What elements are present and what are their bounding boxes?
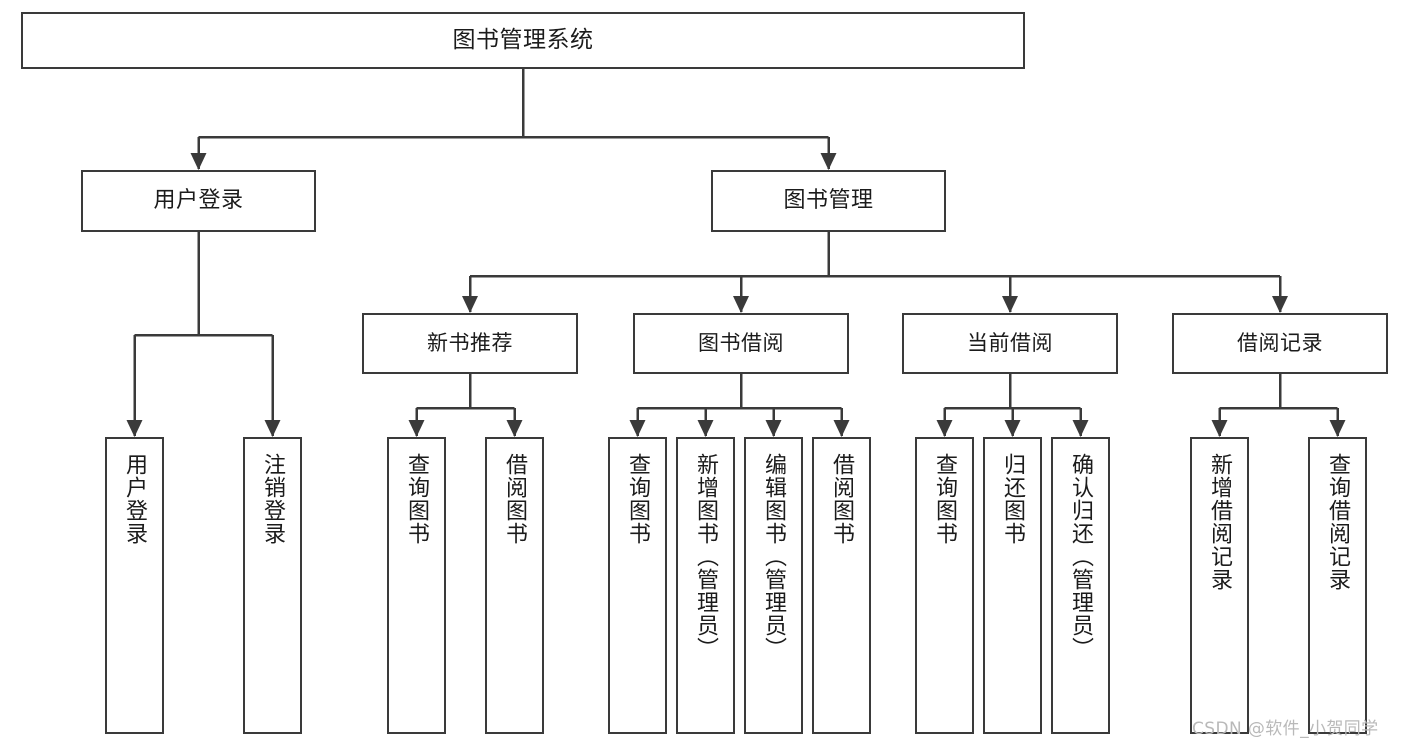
node-leaf-bor-query: 查询图书 [608,437,667,734]
node-label: 新增图书（管理员） [693,453,719,660]
node-label: 查询图书 [932,453,958,545]
node-leaf-new-query: 查询图书 [387,437,446,734]
node-label: 查询图书 [625,453,651,545]
node-label: 借阅图书 [829,453,855,545]
node-label: 当前借阅 [967,331,1053,356]
node-leaf-bor-add: 新增图书（管理员） [676,437,735,734]
node-leaf-user-logout: 注销登录 [243,437,302,734]
node-label: 查询图书 [404,453,430,545]
node-leaf-bor-edit: 编辑图书（管理员） [744,437,803,734]
node-label: 查询借阅记录 [1325,453,1351,591]
node-label: 借阅图书 [502,453,528,545]
node-root: 图书管理系统 [21,12,1025,69]
node-label: 新增借阅记录 [1207,453,1233,591]
node-login: 用户登录 [81,170,316,232]
node-label: 编辑图书（管理员） [761,453,787,660]
node-borrow: 图书借阅 [633,313,849,374]
node-leaf-rec-add: 新增借阅记录 [1190,437,1249,734]
node-records: 借阅记录 [1172,313,1388,374]
node-label: 确认归还（管理员） [1068,453,1094,660]
node-leaf-cur-query: 查询图书 [915,437,974,734]
node-leaf-new-borrow: 借阅图书 [485,437,544,734]
node-newbook: 新书推荐 [362,313,578,374]
node-label: 归还图书 [1000,453,1026,545]
node-label: 图书管理系统 [452,26,594,53]
node-label: 借阅记录 [1237,331,1323,356]
node-current: 当前借阅 [902,313,1118,374]
node-label: 图书管理 [783,188,874,214]
node-leaf-rec-query: 查询借阅记录 [1308,437,1367,734]
node-label: 注销登录 [260,453,286,545]
watermark: CSDN @软件_小贺同学 [1192,719,1379,739]
node-label: 新书推荐 [427,331,513,356]
node-label: 用户登录 [153,188,244,214]
node-label: 图书借阅 [698,331,784,356]
node-leaf-cur-return: 归还图书 [983,437,1042,734]
node-leaf-user-login: 用户登录 [105,437,164,734]
node-bookmgmt: 图书管理 [711,170,946,232]
node-leaf-bor-borrow: 借阅图书 [812,437,871,734]
node-label: 用户登录 [122,453,148,545]
node-leaf-cur-confirm: 确认归还（管理员） [1051,437,1110,734]
